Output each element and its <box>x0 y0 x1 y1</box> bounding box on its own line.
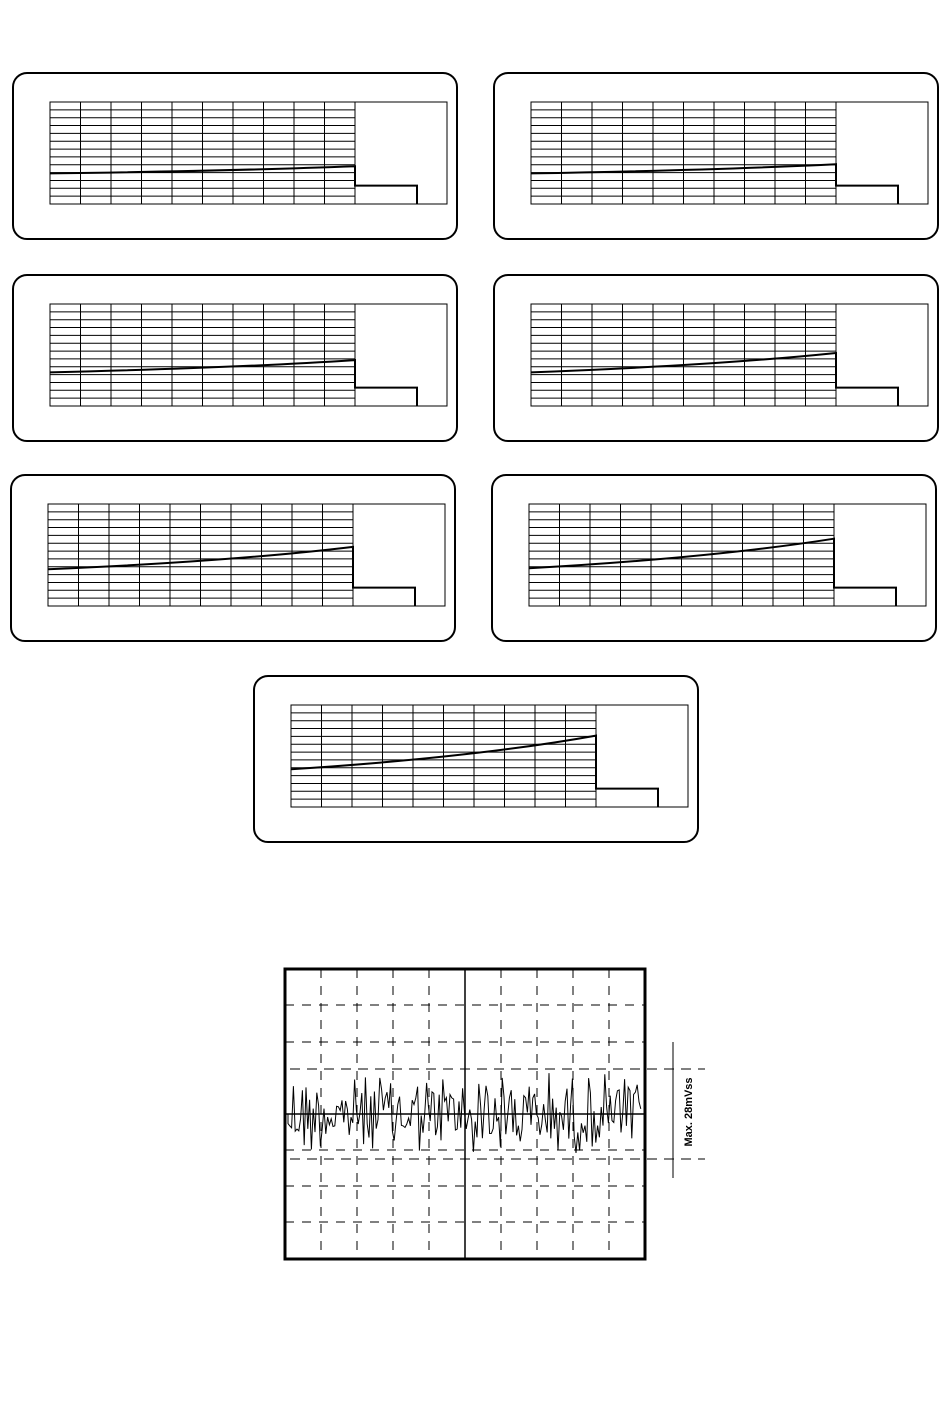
noise-amplitude-label: Max. 28mVss <box>683 1077 695 1146</box>
